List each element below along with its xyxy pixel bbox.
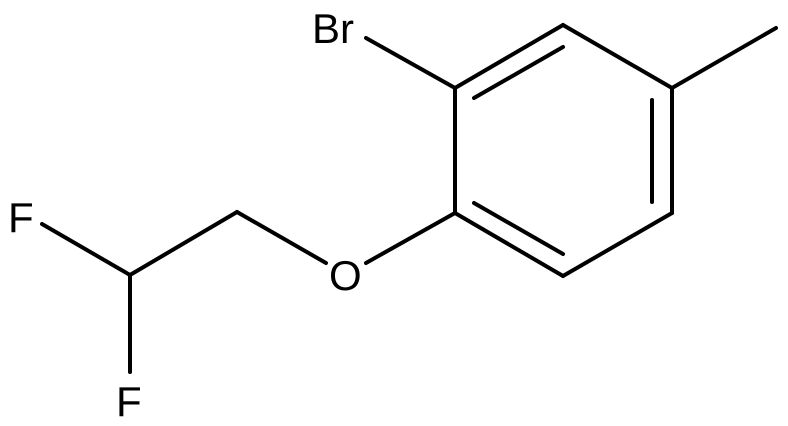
bond-ring-bromine [364,36,457,90]
atom-label-bromine: Br [312,5,354,52]
bond-ring-oxygen [364,211,457,265]
bond-ring-methyl [670,26,778,90]
ring-double-bond-c5-c6 [472,201,565,256]
atom-label-oxygen: O [329,252,362,299]
ring-bond-c1-c2 [453,23,565,90]
bond-oxygen-ch2 [235,210,328,265]
ring-bond-c2-c3 [561,23,674,90]
atom-label-fluorine-top: F [8,194,34,241]
atom-label-fluorine-bottom: F [116,378,142,425]
bond-ch2-chf2 [128,210,239,277]
ring-double-bond-c1-c2 [472,45,565,100]
ring-bond-c4-c5 [561,211,674,278]
ring-bond-c5-c6 [453,211,565,278]
bond-chf2-fluorine-top [40,222,132,277]
